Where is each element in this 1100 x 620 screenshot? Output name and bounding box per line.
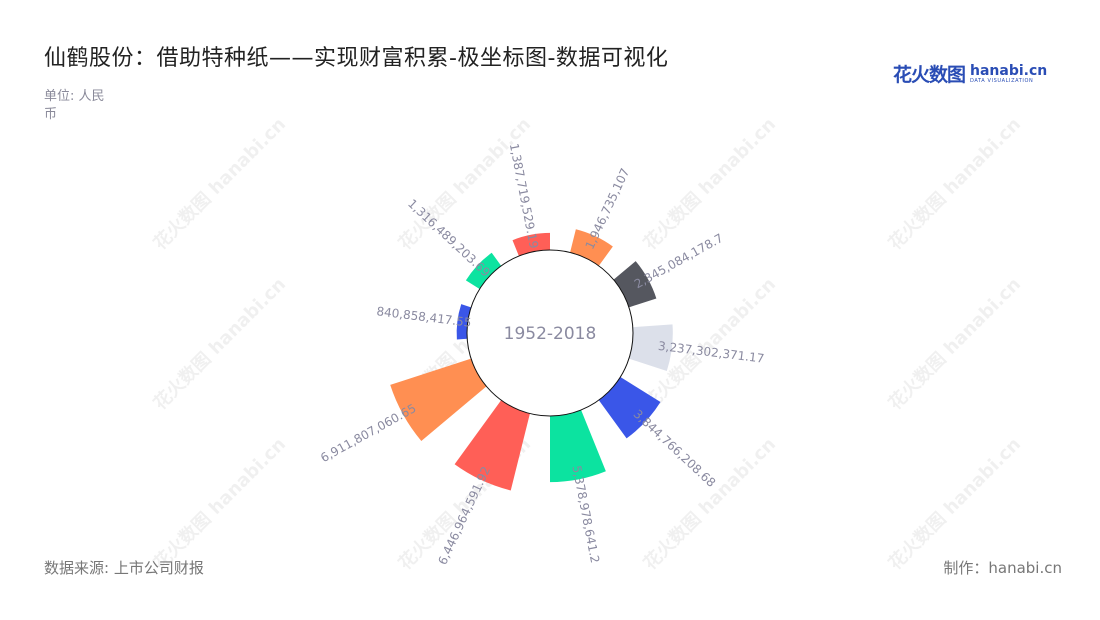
- data-label: 5,378,978,641.2: [569, 464, 602, 564]
- logo-sub: DATA VISUALIZATION: [970, 77, 1034, 84]
- logo-cn: 花火数图: [893, 64, 966, 86]
- bar: [390, 358, 487, 441]
- center-label: 1952-2018: [504, 324, 597, 344]
- center-circle: [466, 249, 634, 417]
- page-title: 仙鹤股份：借助特种纸——实现财富积累-极坐标图-数据可视化: [44, 46, 669, 71]
- bar: [454, 400, 530, 491]
- bar: [570, 229, 613, 266]
- data-label: 1,387,719,529.19: [507, 142, 541, 250]
- data-label: 3,237,302,371.17: [657, 339, 765, 366]
- brand-logo: 花火数图 hanabi.cn DATA VISUALIZATION: [893, 60, 1047, 87]
- logo-en: hanabi.cn: [970, 62, 1048, 79]
- bar: [598, 376, 661, 439]
- credit: 制作：hanabi.cn: [943, 559, 1062, 577]
- bar: [550, 409, 606, 483]
- unit-label: 单位: 人民币: [44, 89, 105, 122]
- data-source: 数据来源: 上市公司财报: [44, 559, 204, 577]
- data-label: 1,316,489,203.69: [405, 197, 493, 280]
- data-label: 2,345,084,178.7: [632, 231, 726, 291]
- data-label: 6,911,807,060.65: [318, 401, 418, 465]
- data-label: 6,446,964,591.92: [435, 464, 493, 567]
- bar: [456, 304, 472, 340]
- data-label: 1,946,735,107: [582, 166, 632, 251]
- data-label: 840,858,417.55: [376, 304, 472, 330]
- data-label: 3,844,766,208.68: [631, 407, 719, 490]
- bar: [628, 324, 673, 371]
- bar: [465, 252, 502, 290]
